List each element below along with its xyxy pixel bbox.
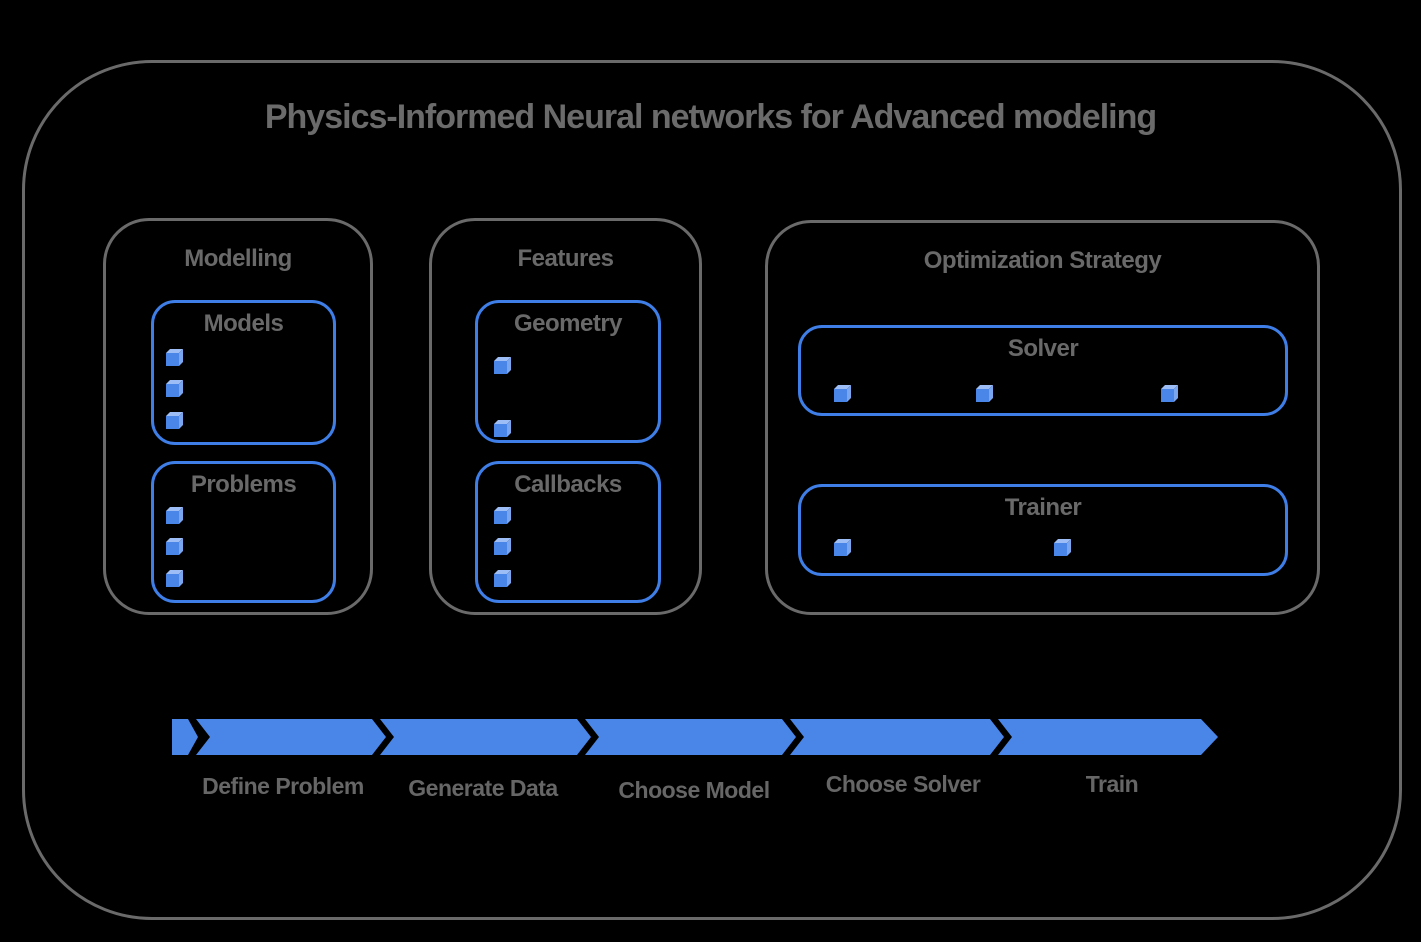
box-problems-title: Problems	[190, 471, 297, 498]
cube-icon	[166, 574, 179, 587]
section-optimization-title: Optimization Strategy	[923, 247, 1162, 274]
cube-icon	[494, 542, 507, 555]
cube-icon	[166, 511, 179, 524]
box-solver-title: Solver	[1007, 335, 1079, 362]
cube-icon	[494, 424, 507, 437]
box-geometry: Geometry	[475, 300, 661, 443]
cube-icon	[166, 353, 179, 366]
cube-icon	[976, 389, 989, 402]
flow-step-label-define-problem: Define Problem	[202, 773, 364, 799]
cube-icon	[834, 543, 847, 556]
cube-icon	[166, 542, 179, 555]
box-models: Models	[151, 300, 336, 445]
box-geometry-title: Geometry	[513, 310, 623, 337]
cube-icon	[166, 384, 179, 397]
box-models-title: Models	[203, 310, 284, 337]
flow-step-label-generate-data: Generate Data	[408, 775, 558, 801]
flow-step-label-choose-model: Choose Model	[618, 777, 770, 803]
flow-start-cap	[172, 719, 198, 755]
section-features-title: Features	[517, 245, 614, 272]
box-callbacks: Callbacks	[475, 461, 661, 603]
flow-segment-choose-model	[585, 719, 796, 755]
cube-icon	[166, 416, 179, 429]
section-modelling: Modelling Models Problems	[103, 218, 373, 615]
main-container	[22, 60, 1402, 920]
flow-step-label-choose-solver: Choose Solver	[825, 771, 981, 797]
flow-segment-choose-solver	[790, 719, 1004, 755]
cube-icon	[494, 511, 507, 524]
process-flow-arrow	[172, 719, 1218, 755]
cube-icon	[494, 361, 507, 374]
box-callbacks-title: Callbacks	[514, 471, 622, 498]
section-optimization-strategy: Optimization Strategy Solver Trainer	[765, 220, 1320, 615]
box-solver: Solver	[798, 325, 1288, 416]
cube-icon	[1161, 389, 1174, 402]
box-trainer: Trainer	[798, 484, 1288, 576]
page-title: Physics-Informed Neural networks for Adv…	[264, 98, 1157, 136]
flow-step-label-train: Train	[1085, 771, 1139, 797]
section-modelling-title: Modelling	[184, 245, 292, 272]
flow-segment-define-problem	[196, 719, 386, 755]
flow-segment-generate-data	[380, 719, 591, 755]
section-features: Features Geometry Callbacks	[429, 218, 702, 615]
cube-icon	[834, 389, 847, 402]
cube-icon	[494, 574, 507, 587]
box-trainer-title: Trainer	[1004, 494, 1082, 521]
flow-segment-train	[998, 719, 1218, 755]
box-problems: Problems	[151, 461, 336, 603]
cube-icon	[1054, 543, 1067, 556]
